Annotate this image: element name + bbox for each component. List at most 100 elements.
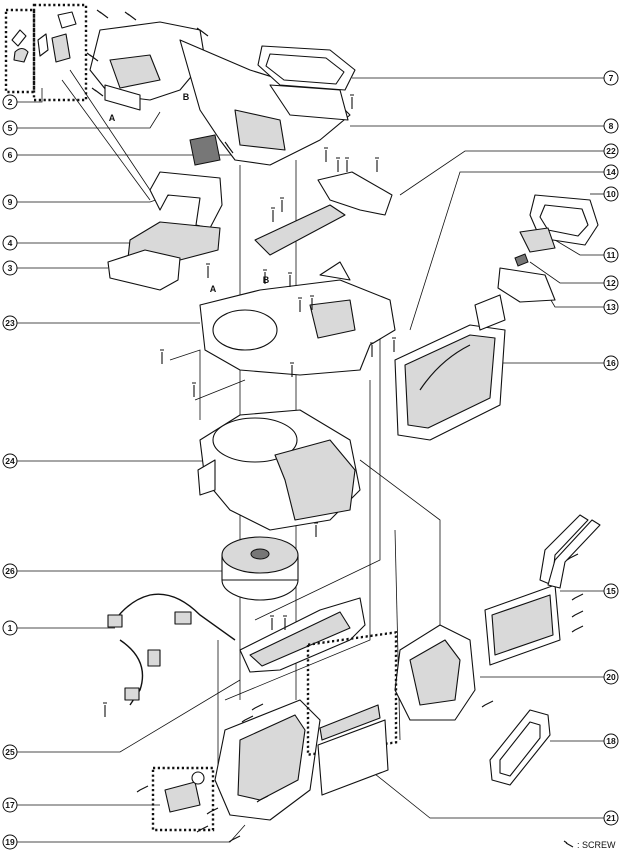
callout-9: 9 <box>2 194 18 210</box>
screw-icon <box>280 197 284 212</box>
filter-stack <box>107 171 223 291</box>
callout-number: 15 <box>606 586 616 596</box>
filter-cover <box>257 45 356 121</box>
callout-8: 8 <box>603 118 619 134</box>
callout-number: 19 <box>5 837 15 847</box>
screw-icon <box>563 840 574 848</box>
screw-icon <box>350 94 354 109</box>
screw-icon <box>566 553 579 561</box>
callout-11: 11 <box>603 247 619 263</box>
screw-icon <box>206 807 219 815</box>
callout-14: 14 <box>603 164 619 180</box>
callout-3: 3 <box>2 260 18 276</box>
callout-number: 13 <box>606 302 616 312</box>
callout-number: 7 <box>609 73 614 83</box>
callout-26: 26 <box>2 563 18 579</box>
intake-door <box>109 54 161 89</box>
callout-10: 10 <box>603 186 619 202</box>
callout-number: 18 <box>606 736 616 746</box>
callout-22: 22 <box>603 143 619 159</box>
callout-12: 12 <box>603 275 619 291</box>
servo-motor <box>189 134 221 166</box>
callout-13: 13 <box>603 299 619 315</box>
middle-case <box>199 261 396 376</box>
leader-lines <box>17 69 604 843</box>
callout-20: 20 <box>603 669 619 685</box>
callout-number: 24 <box>5 456 15 466</box>
middle-case-port <box>309 299 356 339</box>
pipe-block <box>497 267 556 303</box>
callout-number: 23 <box>5 318 15 328</box>
screw-icon <box>241 715 254 723</box>
harness-connector-c <box>124 687 140 701</box>
o-ring <box>514 253 529 267</box>
actuator-tab <box>57 11 77 29</box>
cover-skirt <box>269 84 349 121</box>
callout-number: 11 <box>607 250 616 260</box>
legend-label: : SCREW <box>577 840 616 850</box>
screw-legend: : SCREW <box>563 840 616 850</box>
screw-icon <box>228 835 241 843</box>
expansion-valve <box>519 227 556 253</box>
heater-core-fins <box>491 594 554 656</box>
callout-25: 25 <box>2 744 18 760</box>
callout-17: 17 <box>2 797 18 813</box>
dotted-outline-17 <box>151 766 215 832</box>
screw-icon <box>571 625 584 633</box>
middle-case-tab <box>319 261 351 281</box>
callout-number: 12 <box>606 278 616 288</box>
callout-23: 23 <box>2 315 18 331</box>
screw-icon <box>290 362 294 377</box>
ref-letter-b-mid: B <box>263 275 270 285</box>
screw-icon <box>298 297 302 312</box>
seal-strip <box>254 204 346 256</box>
screw-icon <box>271 207 275 222</box>
duct-flap <box>104 84 141 111</box>
screw-icon <box>345 157 349 172</box>
mode-door-shaft <box>319 704 381 741</box>
valve-parts <box>497 194 599 303</box>
heater-core-seal <box>317 719 389 796</box>
screw-icon <box>91 87 104 97</box>
filter-tray <box>107 249 181 291</box>
callout-5: 5 <box>2 120 18 136</box>
lower-heater-opening <box>237 714 306 801</box>
screw-icon <box>160 349 164 364</box>
evaporator-pocket <box>274 439 356 521</box>
screw-icon <box>270 615 274 630</box>
lower-tray-floor <box>249 611 351 667</box>
screw-icon <box>206 263 210 278</box>
dotted-outline-left <box>4 8 36 94</box>
screw-icon <box>196 825 209 833</box>
callout-4: 4 <box>2 235 18 251</box>
callout-number: 20 <box>606 672 616 682</box>
screw-icon <box>370 342 374 357</box>
actuator-gear <box>191 771 205 785</box>
callout-number: 22 <box>606 146 616 156</box>
evaporator-fins <box>404 334 496 429</box>
screw-icon <box>103 702 107 717</box>
callout-number: 5 <box>8 123 13 133</box>
lower-heater-unit <box>214 630 398 821</box>
blower-case <box>197 409 361 531</box>
lower-tray <box>239 597 366 673</box>
harness-connector-a <box>107 614 123 628</box>
screw-icon <box>192 382 196 397</box>
screw-icon <box>86 52 99 62</box>
actuator-17 <box>151 766 215 832</box>
screw-icon <box>392 337 396 352</box>
wiring-harness <box>107 593 236 706</box>
callout-number: 1 <box>8 623 13 633</box>
callout-number: 2 <box>8 97 13 107</box>
screw-icon <box>314 522 318 537</box>
evaporator <box>394 294 506 441</box>
harness-wire-1 <box>114 593 236 641</box>
mode-actuator <box>164 781 201 813</box>
harness-connector-b <box>147 649 161 667</box>
screw-icon <box>324 147 328 162</box>
actuator-block <box>51 33 71 63</box>
evaporator-sensor-wire <box>419 344 471 391</box>
callout-number: 17 <box>5 800 15 810</box>
upper-case-opening <box>234 109 286 151</box>
